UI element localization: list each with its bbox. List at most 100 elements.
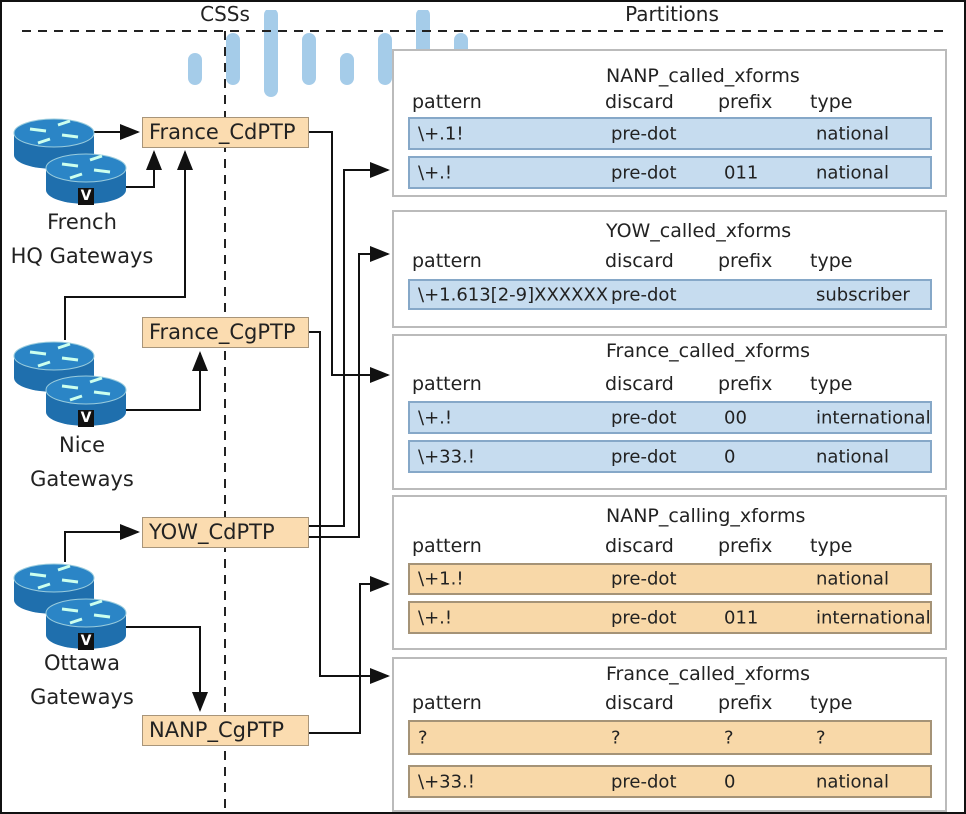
table-row[interactable]: \+.! pre-dot 011 national <box>408 156 932 189</box>
column-header-type: type <box>810 692 853 714</box>
cell-discard: pre-dot <box>611 771 677 792</box>
cell-prefix: 011 <box>724 162 759 183</box>
cell-discard: pre-dot <box>611 162 677 183</box>
cell-type: national <box>816 162 889 183</box>
router-icon: V <box>44 374 128 430</box>
partition-title: France_called_xforms <box>606 663 811 685</box>
router-icon: V <box>44 152 128 208</box>
cell-type: ? <box>816 727 826 748</box>
column-header-pattern: pattern <box>412 250 482 272</box>
column-header-pattern: pattern <box>412 535 482 557</box>
cell-prefix: 0 <box>724 446 736 467</box>
cell-pattern: \+1.! <box>418 568 464 590</box>
router-badge: V <box>78 633 94 650</box>
table-row[interactable]: \+.! pre-dot 011 international <box>408 601 932 634</box>
cell-type: national <box>816 123 889 144</box>
css-box-france-cdptp[interactable]: France_CdPTP <box>142 117 309 148</box>
css-header: CSSs <box>196 2 254 26</box>
table-row[interactable]: ???? <box>408 720 932 755</box>
table-row[interactable]: \+.1! pre-dot national <box>408 117 932 150</box>
gateway-label-line1: Nice <box>58 433 105 457</box>
column-header-prefix: prefix <box>718 250 773 272</box>
column-header-pattern: pattern <box>412 373 482 395</box>
column-header-type: type <box>810 373 853 395</box>
router-badge: V <box>78 410 94 427</box>
column-header-discard: discard <box>605 535 674 557</box>
cell-type: international <box>816 607 931 628</box>
cell-type: national <box>816 446 889 467</box>
css-box-france-cgptp[interactable]: France_CgPTP <box>142 317 309 348</box>
column-header-type: type <box>810 250 853 272</box>
cell-type: international <box>816 407 931 428</box>
column-header-type: type <box>810 535 853 557</box>
partition-title: YOW_called_xforms <box>606 220 792 242</box>
router-icon: V <box>44 597 128 653</box>
column-header-discard: discard <box>605 91 674 113</box>
partitions-header: Partitions <box>621 2 723 26</box>
arrow-nanp-cgptp-to-nanp-calling <box>309 576 390 734</box>
router-badge: V <box>78 188 94 205</box>
table-row[interactable]: \+1.! pre-dot national <box>408 563 932 595</box>
partition-title: France_called_xforms <box>606 340 811 362</box>
cell-pattern: \+.! <box>418 407 453 428</box>
cell-prefix: 0 <box>724 771 736 792</box>
cell-discard: pre-dot <box>611 607 677 628</box>
partition-title: NANP_called_xforms <box>606 65 800 87</box>
column-header-pattern: pattern <box>412 692 482 714</box>
cell-pattern: \+.! <box>418 162 453 183</box>
column-header-prefix: prefix <box>718 692 773 714</box>
gateway-label-line1: Ottawa <box>44 651 120 675</box>
arrow-hq2-to-france-cdptp <box>126 150 162 188</box>
arrow-yow-cdptp-to-yow-called <box>309 246 390 538</box>
column-header-prefix: prefix <box>718 91 773 113</box>
cell-discard: ? <box>611 727 621 748</box>
cell-prefix: 011 <box>724 607 759 628</box>
router-icon <box>12 117 96 173</box>
gateway-label-line2: Gateways <box>30 685 134 709</box>
gateway-label-line2: HQ Gateways <box>10 244 154 268</box>
css-box-nanp-cgptp[interactable]: NANP_CgPTP <box>142 715 309 746</box>
partition-title: NANP_calling_xforms <box>606 505 806 527</box>
gateway-label-line2: Gateways <box>30 467 134 491</box>
cell-discard: pre-dot <box>611 284 677 305</box>
cell-pattern: \+33.! <box>418 771 475 792</box>
cell-discard: pre-dot <box>611 123 677 144</box>
column-header-pattern: pattern <box>412 91 482 113</box>
column-header-discard: discard <box>605 250 674 272</box>
css-box-yow-cdptp[interactable]: YOW_CdPTP <box>142 517 309 548</box>
cell-type: national <box>816 568 889 590</box>
column-header-discard: discard <box>605 692 674 714</box>
cell-pattern: \+.! <box>418 607 453 628</box>
cell-pattern: \+.1! <box>418 123 464 144</box>
gateway-label-line1: French <box>47 210 117 234</box>
cell-discard: pre-dot <box>611 568 677 590</box>
gateway-group-label: French HQ Gateways <box>2 205 162 273</box>
table-row[interactable]: \+33.! pre-dot 0 national <box>408 765 932 798</box>
column-header-type: type <box>810 91 853 113</box>
cell-type: subscriber <box>816 284 910 305</box>
cell-pattern: ? <box>418 727 428 748</box>
cell-pattern: \+1.613[2-9]XXXXXX <box>418 284 609 305</box>
cell-pattern: \+33.! <box>418 446 475 467</box>
cell-discard: pre-dot <box>611 446 677 467</box>
table-row[interactable]: \+33.! pre-dot 0 national <box>408 440 932 473</box>
column-header-prefix: prefix <box>718 373 773 395</box>
arrow-yow-cdptp-to-nanp-called <box>309 162 390 527</box>
column-header-prefix: prefix <box>718 535 773 557</box>
arrow-ottawa1-to-yow-cdptp <box>64 524 140 562</box>
arrow-france-cgptp-to-france-called-2 <box>309 331 390 684</box>
cell-prefix: ? <box>724 727 734 748</box>
cell-type: national <box>816 771 889 792</box>
arrow-ottawa2-to-nanp-cgptp <box>126 626 208 712</box>
arrow-nice2-to-france-cgptp <box>126 351 208 411</box>
